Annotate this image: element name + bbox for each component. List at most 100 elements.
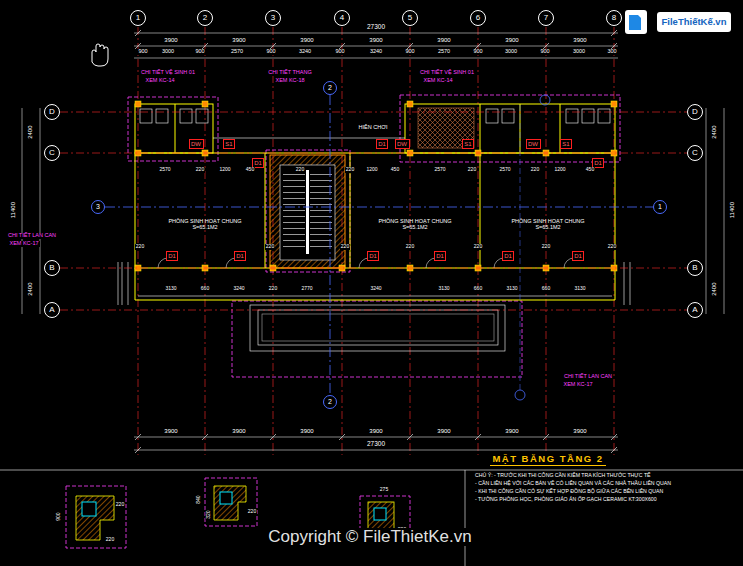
side-steps xyxy=(118,262,128,305)
dimension: 3240 xyxy=(369,49,383,55)
dimension: 2570 xyxy=(158,167,171,172)
dimension: 450 xyxy=(585,167,595,172)
callout-note: CHI TIẾT THANG xyxy=(267,70,312,76)
dimension: 320 xyxy=(205,510,210,520)
dimension-line xyxy=(134,58,618,59)
callout-frames xyxy=(128,95,620,377)
toilet-wall xyxy=(135,104,213,153)
node-text: FileThiếtKế.vn xyxy=(662,17,727,27)
node-text: 2 xyxy=(328,84,332,92)
door-tag: D1 xyxy=(376,139,389,149)
grid-line xyxy=(614,27,615,455)
grid-bubble: C xyxy=(687,145,703,161)
grid-bubble: 1 xyxy=(130,10,146,26)
grid-bubble: D xyxy=(687,104,703,120)
dimension: 27300 xyxy=(366,441,386,448)
general-note: - CẦN LIÊN HỆ VỚI CÁC BẢN VẼ CÓ LIÊN QUA… xyxy=(474,481,672,486)
fixture xyxy=(180,109,192,123)
dimension: 900 xyxy=(539,49,550,55)
frame-line xyxy=(465,470,466,566)
dimension: 2570 xyxy=(437,49,451,55)
node-text: D xyxy=(49,108,55,117)
callout-frame xyxy=(266,150,350,272)
side-steps xyxy=(624,262,630,305)
dimension: 3240 xyxy=(369,286,382,291)
door-tag: D1 xyxy=(252,158,265,168)
door-tag: D1 xyxy=(166,251,179,261)
space-label: HIÊN CHƠI xyxy=(358,125,389,131)
dimension: 220 xyxy=(405,244,415,249)
grid-bubble: 8 xyxy=(606,10,622,26)
node-text: PHÒNG SINH HOẠT CHUNG xyxy=(168,218,241,224)
node-text: D1 xyxy=(236,253,244,260)
stair-flight xyxy=(283,172,305,252)
grid-bubble: 3 xyxy=(265,10,281,26)
door-tag: D1 xyxy=(572,251,585,261)
dimension: 1200 xyxy=(365,167,378,172)
dimension: 840 xyxy=(195,495,200,505)
node-text: D1 xyxy=(168,253,176,260)
dimension: 3900 xyxy=(436,428,451,434)
fixture xyxy=(566,109,578,123)
grid-bubble: D xyxy=(44,104,60,120)
dimension: 3900 xyxy=(231,37,246,43)
dimension-line xyxy=(706,108,707,314)
node-text: 6 xyxy=(476,14,480,23)
stair-wall xyxy=(270,155,345,268)
dimension: 220 xyxy=(115,502,125,507)
toilet-fixtures xyxy=(140,108,610,148)
dimension: 3900 xyxy=(368,37,383,43)
section-line xyxy=(105,207,653,208)
staircase xyxy=(270,155,345,268)
grid-bubble: 2 xyxy=(197,10,213,26)
fixture xyxy=(140,109,152,123)
dimension: 27300 xyxy=(366,24,386,31)
callout-note: XEM KC-17 xyxy=(562,382,593,388)
dimension: 3900 xyxy=(299,37,314,43)
fixture xyxy=(486,109,498,123)
node-text: 3 xyxy=(96,203,100,211)
general-note: CHÚ Ý: - TRƯỚC KHI THI CÔNG CẦN KIỂM TRA… xyxy=(474,473,652,478)
room-wall xyxy=(135,153,615,268)
node-text: A xyxy=(692,306,697,315)
callout-frame xyxy=(232,301,522,377)
grid-line xyxy=(60,153,687,154)
section-line xyxy=(330,95,331,395)
dimension: 450 xyxy=(390,167,400,172)
callout-note: CHI TIẾT VỆ SINH 01 xyxy=(140,70,196,76)
dimension: 900 xyxy=(55,512,60,522)
dimension: 220 xyxy=(195,167,205,172)
dimension: 220 xyxy=(340,244,350,249)
dimension: 2770 xyxy=(300,286,313,291)
callout-note: XEM KC-14 xyxy=(422,78,453,84)
columns xyxy=(135,101,617,271)
door-tag: S1 xyxy=(462,139,474,149)
dimension: 3900 xyxy=(368,428,383,434)
node-text: S=65.1M2 xyxy=(535,224,560,230)
grid-line xyxy=(60,310,687,311)
fixture xyxy=(582,109,594,123)
stair-divider xyxy=(306,170,309,254)
node-text: D1 xyxy=(254,160,262,167)
grid-bubble: A xyxy=(687,302,703,318)
door-tag: D1 xyxy=(502,251,515,261)
partition-wall xyxy=(135,104,615,300)
column xyxy=(135,101,141,107)
grid-line xyxy=(138,27,139,455)
node-text: D1 xyxy=(574,253,582,260)
detail-column xyxy=(76,496,114,540)
dimension-line xyxy=(22,108,23,314)
dimension: 220 xyxy=(268,286,278,291)
walls xyxy=(135,104,615,300)
section-line xyxy=(520,105,521,390)
door-tag: D1 xyxy=(367,251,380,261)
callout-note: XEM KC-18 xyxy=(274,78,305,84)
dimension: 275 xyxy=(379,487,389,492)
fixture xyxy=(156,109,168,123)
fixture xyxy=(502,109,514,123)
toilet-wall xyxy=(405,104,615,153)
planter xyxy=(258,310,498,345)
dimension: 3900 xyxy=(504,37,519,43)
dimension: 3900 xyxy=(504,428,519,434)
dimension: 3130 xyxy=(573,286,586,291)
